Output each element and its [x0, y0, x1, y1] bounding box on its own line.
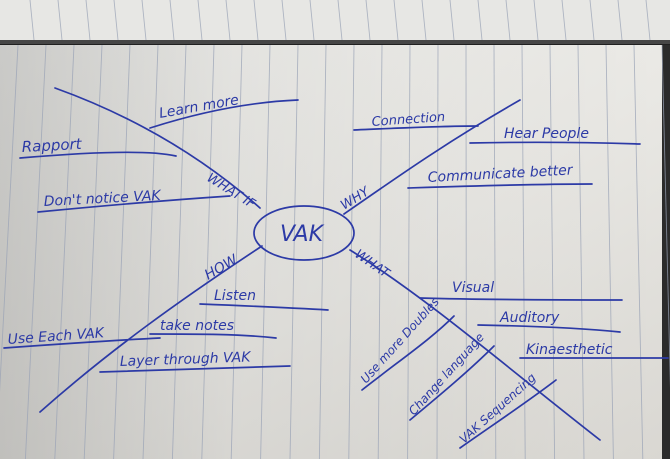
ruled-line [393, 0, 399, 41]
ruled-line [449, 0, 455, 41]
kinaesthetic-label: Kinaesthetic [526, 342, 613, 358]
line-communicate [407, 183, 593, 189]
ruled-line [633, 44, 644, 459]
page-shadow [0, 45, 662, 459]
mind-map-lines [3, 87, 669, 449]
ruled-line [54, 44, 75, 459]
rapport-label: Rapport [21, 135, 83, 156]
ruled-line [83, 44, 103, 459]
ruled-line [309, 0, 315, 41]
ruled-line [281, 0, 287, 41]
line-rapport [19, 151, 177, 159]
ruled-line [230, 44, 243, 459]
line-use-each [3, 337, 161, 349]
branch-how [39, 245, 263, 413]
ruled-line [225, 0, 231, 41]
ruled-line [113, 0, 119, 41]
ruled-line [561, 0, 567, 41]
ruled-line [577, 44, 585, 459]
line-dont-notice [37, 195, 231, 213]
ruled-line [260, 44, 271, 459]
layer-label: Layer through VAK [120, 349, 253, 370]
ruled-line [533, 0, 539, 41]
ruled-line [113, 44, 131, 459]
page-gap [0, 40, 670, 45]
branch-what-if [54, 87, 261, 209]
line-hear-people [469, 141, 641, 145]
ruled-line [318, 44, 327, 459]
ruled-line [645, 0, 651, 41]
connection-label: Connection [371, 110, 445, 130]
top-page-strip [0, 0, 670, 44]
line-learn-more [149, 99, 299, 129]
ruled-line [505, 0, 511, 41]
line-connection [353, 125, 479, 131]
ruled-line [29, 0, 35, 41]
ruled-line [169, 0, 175, 41]
ruled-line [24, 44, 47, 459]
ruled-line [348, 44, 355, 459]
ruled-line [477, 0, 483, 41]
ruled-line [171, 44, 187, 459]
ruled-line [365, 0, 371, 41]
hear-people-label: Hear People [504, 126, 589, 142]
line-take-notes [149, 333, 277, 339]
ruled-line [605, 44, 614, 459]
ruled-line [421, 0, 427, 41]
listen-label: Listen [214, 288, 256, 304]
line-doubles [361, 315, 455, 391]
line-auditory [477, 324, 621, 333]
line-listen [199, 303, 329, 311]
ruled-line [407, 44, 411, 459]
ruled-line [57, 0, 63, 41]
center-oval [253, 205, 355, 261]
ruled-line [617, 0, 623, 41]
ruled-line [289, 44, 299, 459]
branch-what [349, 249, 601, 441]
ruled-line [661, 44, 670, 388]
ruled-line [253, 0, 259, 41]
ruled-line [493, 44, 497, 459]
ruled-line [337, 0, 343, 41]
ruled-line [85, 0, 91, 41]
ruled-line [197, 0, 203, 41]
ruled-line [0, 44, 19, 393]
auditory-label: Auditory [499, 310, 560, 326]
line-sequencing [459, 379, 557, 449]
dont-notice-label: Don't notice VAK [43, 188, 162, 210]
ruled-line [201, 44, 215, 459]
branch-why [343, 99, 521, 215]
use-each-label: Use Each VAK [7, 325, 106, 348]
ruled-line [589, 0, 595, 41]
ruled-line [436, 44, 439, 459]
ruled-line [142, 44, 159, 459]
line-visual [419, 297, 623, 301]
line-change-language [409, 345, 495, 421]
ruled-line [521, 44, 526, 459]
ruled-line [377, 44, 383, 459]
ruled-line [549, 44, 556, 459]
ruled-line [141, 0, 147, 41]
line-layer [99, 365, 291, 373]
communicate-label: Communicate better [427, 162, 574, 186]
center-label: VAK [280, 222, 325, 247]
take-notes-label: take notes [160, 318, 234, 334]
visual-label: Visual [452, 280, 494, 296]
